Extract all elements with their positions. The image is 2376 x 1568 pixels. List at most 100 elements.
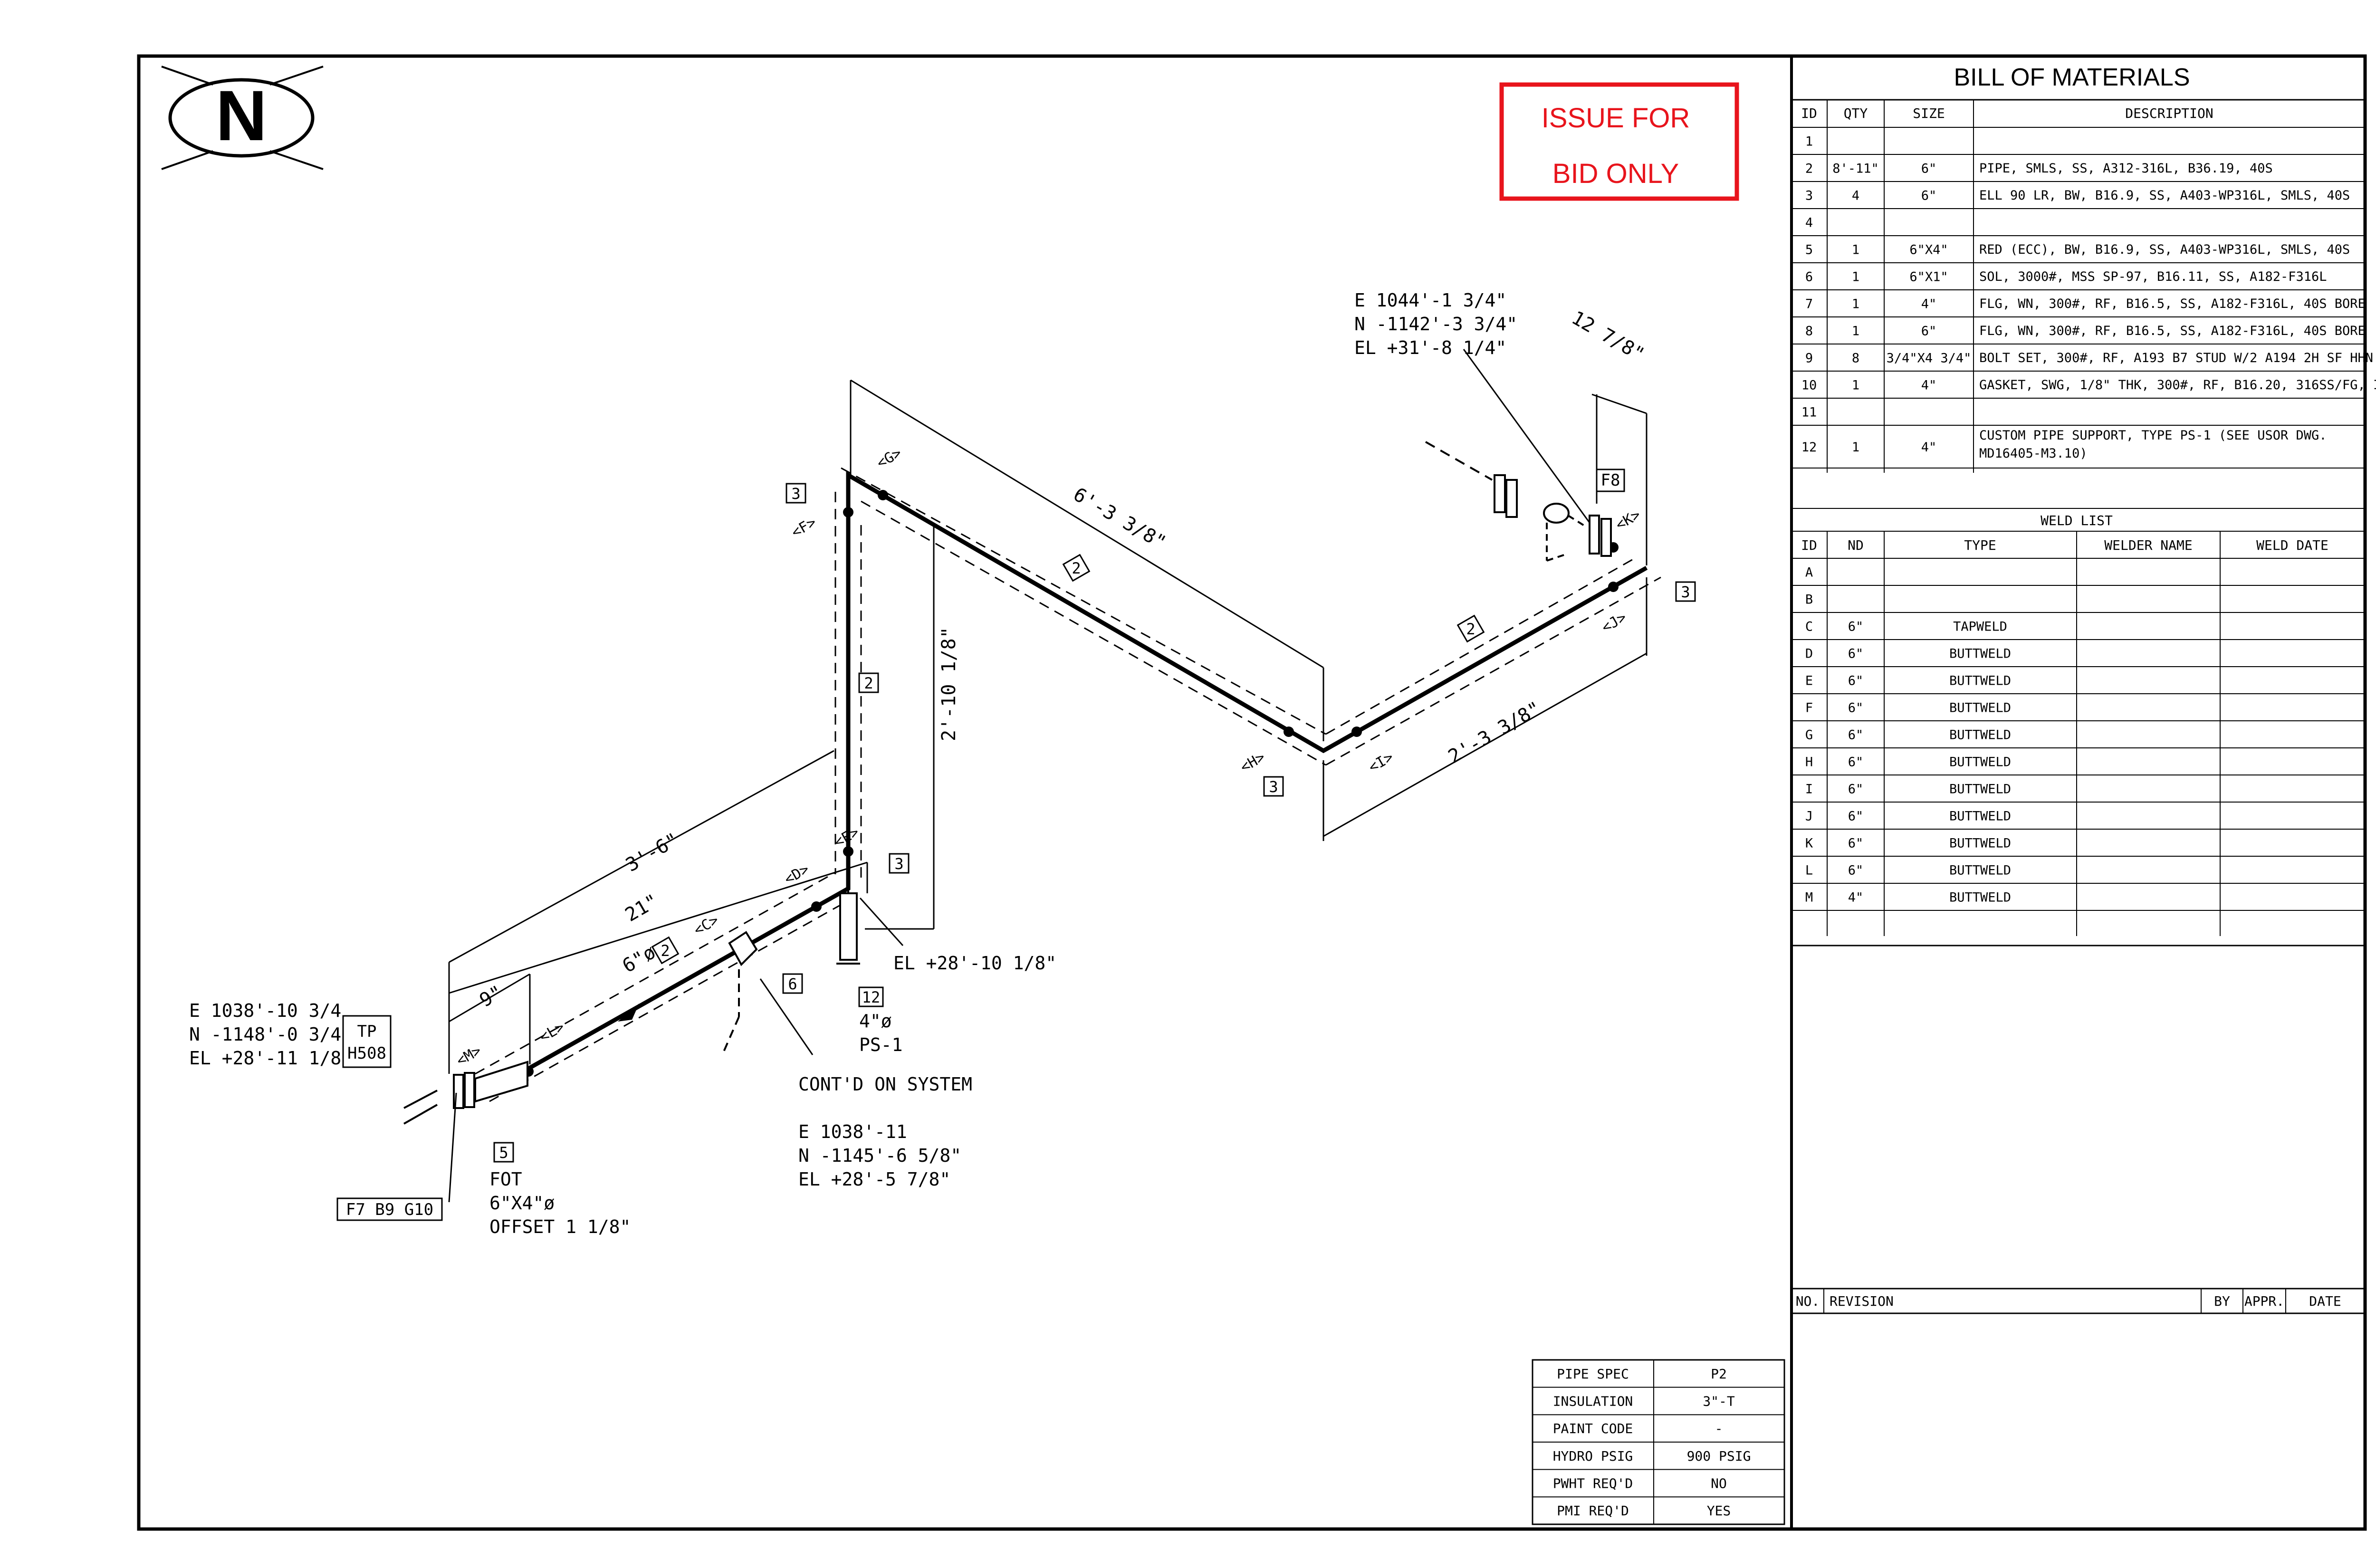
sheet-border <box>137 54 2367 1531</box>
spec-label: PAINT CODE <box>1553 1421 1633 1436</box>
dim-9: 9" <box>476 981 507 1012</box>
weld-row-type: BUTTWELD <box>1949 647 2011 661</box>
item-tag: 5 <box>493 1142 514 1163</box>
tp-label: TP <box>357 1022 377 1041</box>
revision-date: DATE <box>2309 1293 2341 1309</box>
weld-header-nd: ND <box>1848 537 1864 553</box>
bom-header-qty: QTY <box>1844 105 1868 121</box>
coord-bottom-e: E 1038'-11 <box>798 1121 907 1142</box>
weld-row-nd: 6" <box>1848 755 1864 770</box>
bom-row-desc: PIPE, SMLS, SS, A312-316L, B36.19, 40S <box>1979 161 2273 176</box>
bom-table: BILL OF MATERIALS ID QTY SIZE DESCRIPTIO… <box>1792 64 2376 473</box>
dimension-lines <box>448 349 1648 1203</box>
bom-row-desc: ELL 90 LR, BW, B16.9, SS, A403-WP316L, S… <box>1979 188 2350 203</box>
stamp-line-2: BID ONLY <box>1552 158 1679 189</box>
support-size: 4"ø <box>859 1011 892 1032</box>
item-tag: 3 <box>1263 776 1284 797</box>
weld-list-table: WELD LIST ID ND TYPE WELDER NAME WELD DA… <box>1792 508 2365 947</box>
weld-row-id: D <box>1805 647 1813 661</box>
bom-row-size: 4" <box>1921 440 1937 455</box>
bom-row-desc: GASKET, SWG, 1/8" THK, 300#, RF, B16.20,… <box>1979 378 2376 392</box>
bom-header-description: DESCRIPTION <box>2125 105 2213 121</box>
item-tag: 3 <box>786 483 806 504</box>
support-type: PS-1 <box>859 1034 903 1055</box>
weld-row-nd: 6" <box>1848 647 1864 661</box>
reducer-fot: FOT <box>489 1169 522 1190</box>
bom-header-id: ID <box>1801 105 1817 121</box>
weld-row-nd: 6" <box>1848 782 1864 797</box>
bom-row-qty: 1 <box>1852 297 1859 312</box>
item-tag-text: 2 <box>864 674 873 692</box>
revision-block: NO. REVISION BY APPR. DATE <box>1792 1288 2365 1314</box>
bom-row-desc: RED (ECC), BW, B16.9, SS, A403-WP316L, S… <box>1979 242 2350 257</box>
item-tag: 12 <box>858 986 884 1007</box>
bom-row-id: 6 <box>1805 270 1813 285</box>
weld-row-id: I <box>1805 782 1813 797</box>
weld-row-id: L <box>1805 863 1813 878</box>
bom-row-size: 6" <box>1921 162 1937 176</box>
item-tag-text: 3 <box>1681 583 1690 601</box>
bom-row-id: 4 <box>1805 216 1813 230</box>
bom-row-id: 1 <box>1805 134 1813 149</box>
bom-row-size: 6" <box>1921 324 1937 339</box>
spec-label: PIPE SPEC <box>1557 1366 1629 1382</box>
f7-label: F7 B9 G10 <box>346 1200 433 1219</box>
item-tag-text: 5 <box>499 1144 508 1162</box>
weld-row-nd: 6" <box>1848 809 1864 824</box>
drawing-notes: E 1044'-1 3/4" N -1142'-3 3/4" EL +31'-8… <box>189 290 1625 1237</box>
bom-row-size: 6"X4" <box>1909 243 1948 258</box>
bom-row-id: 2 <box>1805 162 1813 176</box>
dimension-texts: 6'-3 3/8" 2'-10 1/8" 2'-3 3/8" 12 7/8" 3… <box>476 307 1648 1012</box>
weld-row-id: J <box>1805 809 1813 824</box>
coord-left-el: EL +28'-11 1/8" <box>189 1048 352 1069</box>
bom-row-qty: 8'-11" <box>1832 162 1879 176</box>
spec-label: PMI REQ'D <box>1557 1503 1629 1519</box>
weld-header-id: ID <box>1801 537 1817 553</box>
bom-row-id: 12 <box>1801 440 1817 455</box>
bom-row-desc: BOLT SET, 300#, RF, A193 B7 STUD W/2 A19… <box>1979 351 2373 365</box>
spec-label: PWHT REQ'D <box>1553 1476 1633 1492</box>
reducer-size: 6"X4"ø <box>489 1193 555 1214</box>
north-arrow-icon: N <box>161 66 324 170</box>
coord-left-n: N -1148'-0 3/4" <box>189 1024 352 1045</box>
revision-no: NO. <box>1796 1293 1820 1309</box>
bom-row-qty: 8 <box>1852 351 1859 366</box>
weld-row-type: BUTTWELD <box>1949 755 2011 770</box>
weld-row-id: C <box>1805 620 1813 634</box>
weld-label: <M> <box>454 1042 484 1069</box>
item-tag: 6 <box>782 973 803 994</box>
issue-stamp: ISSUE FOR BID ONLY <box>1499 82 1739 201</box>
revision-by: BY <box>2214 1293 2230 1309</box>
tp-box: TP H508 <box>342 1015 392 1068</box>
item-tag-text: 6 <box>788 975 797 993</box>
spec-value: P2 <box>1711 1366 1727 1382</box>
weld-row-nd: 6" <box>1848 674 1864 688</box>
north-letter: N <box>216 76 267 155</box>
spec-label: HYDRO PSIG <box>1553 1448 1633 1464</box>
weld-row-type: BUTTWELD <box>1949 890 2011 905</box>
spec-value: - <box>1715 1421 1723 1436</box>
bom-row-desc: FLG, WN, 300#, RF, B16.5, SS, A182-F316L… <box>1979 324 2366 338</box>
spec-value: 3"-T <box>1703 1394 1735 1409</box>
weld-header-welder: WELDER NAME <box>2104 537 2192 553</box>
bom-title: BILL OF MATERIALS <box>1954 64 2190 91</box>
weld-label: <E> <box>832 823 862 851</box>
bom-row-desc: FLG, WN, 300#, RF, B16.5, SS, A182-F316L… <box>1979 296 2366 311</box>
f7-box: F7 B9 G10 <box>336 1197 443 1221</box>
weld-label: <D> <box>782 860 812 888</box>
bom-row-qty: 4 <box>1852 189 1859 203</box>
item-tag-text: 3 <box>1269 778 1278 796</box>
dim-12-7-8: 12 7/8" <box>1568 307 1648 366</box>
tp-tag: H508 <box>347 1044 386 1063</box>
weld-label: <H> <box>1237 749 1268 776</box>
spec-label: INSULATION <box>1553 1394 1633 1409</box>
bom-row-id: 7 <box>1805 297 1813 312</box>
bom-row-id: 5 <box>1805 243 1813 258</box>
bom-header-size: SIZE <box>1913 105 1945 121</box>
weld-label: <G> <box>874 445 904 472</box>
f8-box: F8 <box>1596 468 1625 492</box>
reducer-offset: OFFSET 1 1/8" <box>489 1216 631 1237</box>
bom-row-id: 8 <box>1805 324 1813 339</box>
bom-row-qty: 1 <box>1852 270 1859 285</box>
item-tag: 3 <box>1675 581 1696 602</box>
